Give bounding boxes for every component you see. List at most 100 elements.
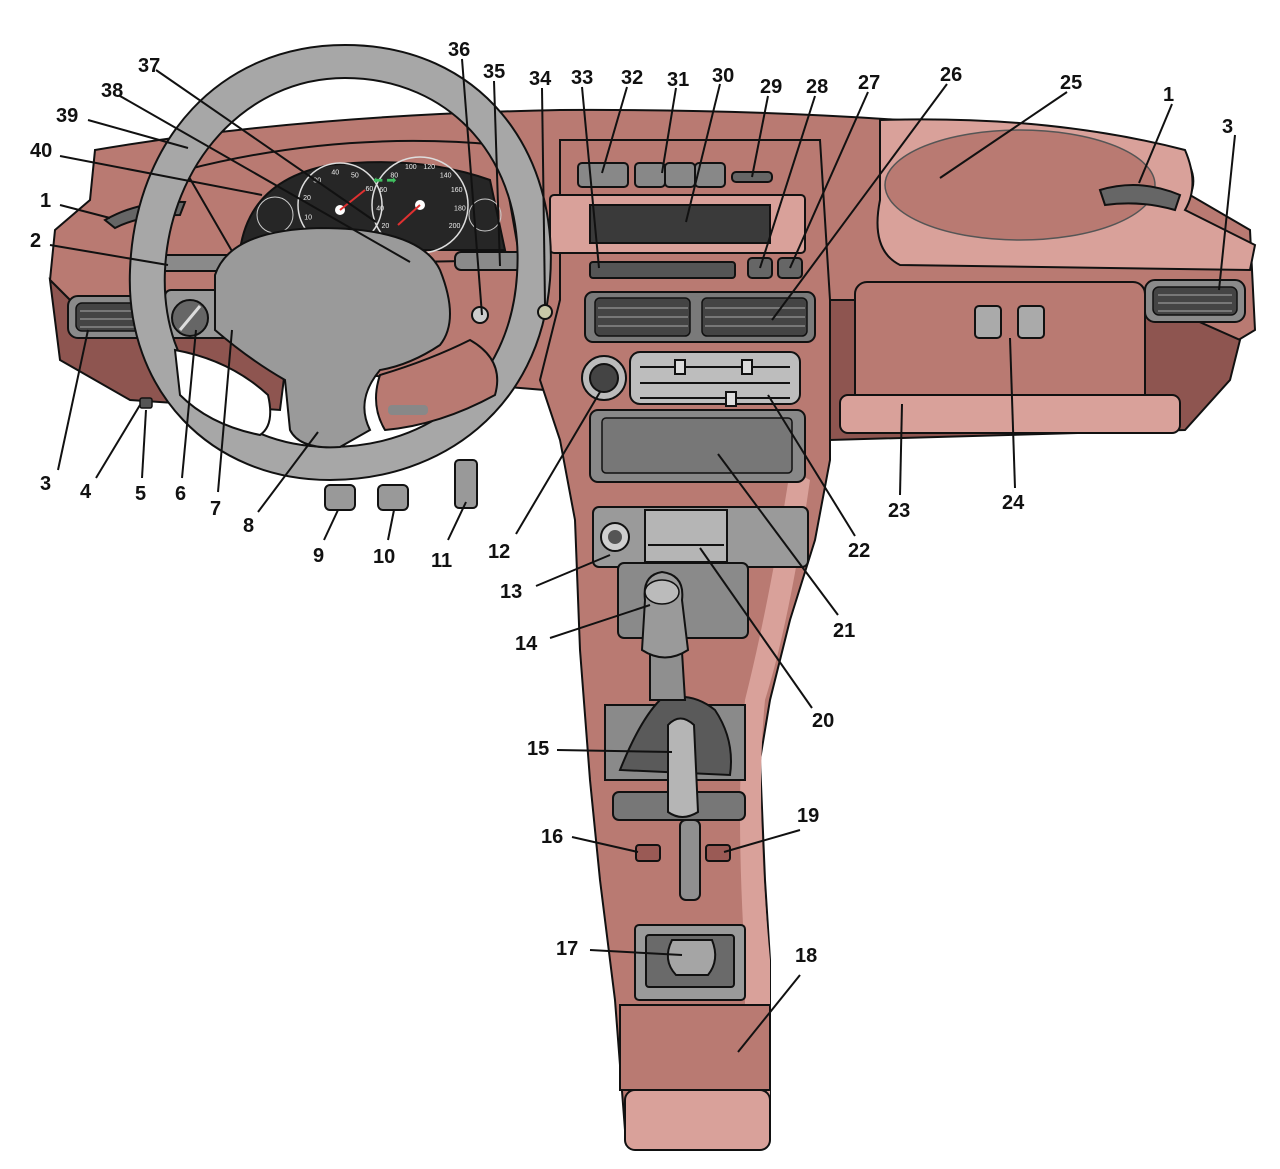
leader-line-36 [461, 58, 483, 316]
speedo-tick-140: 140 [440, 172, 452, 179]
switch-16 [635, 844, 661, 862]
callout-26: 26 [940, 64, 962, 86]
leader-line-40 [59, 155, 263, 196]
leader-line-26 [771, 83, 948, 321]
callout-3a: 3 [40, 473, 51, 495]
speedo-tick-200: 200 [449, 223, 461, 230]
leader-line-4 [95, 404, 141, 479]
callout-1b: 1 [1163, 84, 1174, 106]
leader-line-18 [737, 974, 801, 1053]
switch-19 [705, 844, 731, 862]
speedo-tick-160: 160 [451, 187, 463, 194]
callout-15: 15 [527, 738, 549, 760]
callout-38: 38 [101, 80, 123, 102]
leader-line-23 [899, 403, 903, 496]
center-console [538, 139, 831, 1151]
callout-23: 23 [888, 500, 910, 522]
leader-line-35 [493, 80, 501, 267]
leader-line-2 [49, 244, 169, 266]
callout-22: 22 [848, 540, 870, 562]
storage-cubby [601, 417, 793, 474]
gear-knob-top [644, 579, 680, 605]
radio-slot [589, 204, 771, 244]
callout-16: 16 [541, 826, 563, 848]
leader-line-13 [535, 554, 611, 587]
glovebox-latch-left [974, 305, 1002, 339]
callout-34: 34 [529, 68, 552, 90]
callout-10: 10 [373, 546, 395, 568]
right-vent [1152, 286, 1238, 316]
callout-8: 8 [243, 515, 254, 537]
callout-39: 39 [56, 105, 78, 127]
clutch-pedal [324, 484, 356, 511]
leader-line-5 [141, 409, 147, 479]
pedals [324, 459, 478, 511]
leader-line-6 [181, 329, 197, 479]
tacho-tick-40: 40 [331, 169, 339, 176]
leader-line-1a [59, 204, 111, 219]
callout-40: 40 [30, 140, 52, 162]
callout-13: 13 [500, 581, 522, 603]
leader-line-17 [589, 949, 683, 956]
leader-line-31 [661, 87, 677, 174]
callout-27: 27 [858, 72, 880, 94]
right-area [974, 184, 1246, 339]
speedo-tick-100: 100 [405, 164, 417, 171]
leader-line-27 [789, 91, 869, 269]
speedo-tick-60: 60 [379, 187, 387, 194]
leader-line-1b [1138, 103, 1173, 184]
callout-33: 33 [571, 67, 593, 89]
leader-line-3b [1218, 134, 1236, 291]
leader-line-29 [751, 95, 769, 178]
callout-6: 6 [175, 483, 186, 505]
switch-31b [664, 162, 696, 188]
callout-24: 24 [1002, 492, 1025, 514]
leader-line-30 [685, 83, 721, 223]
leader-line-12 [515, 391, 601, 535]
speedo-tick-180: 180 [454, 205, 466, 212]
callout-25: 25 [1060, 72, 1082, 94]
leader-line-3a [57, 329, 89, 471]
callout-28: 28 [806, 76, 828, 98]
callout-35: 35 [483, 61, 505, 83]
callout-3b: 3 [1222, 116, 1233, 138]
callout-36: 36 [448, 39, 470, 61]
callout-37: 37 [138, 55, 160, 77]
console-side-highlight [740, 470, 810, 1130]
callout-21: 21 [833, 620, 855, 642]
leader-line-34 [541, 87, 546, 306]
leader-line-10 [387, 509, 395, 541]
callout-31: 31 [667, 69, 689, 91]
center-vent-slats [598, 307, 805, 327]
callout-2: 2 [30, 230, 41, 252]
light-indicator-34 [537, 304, 553, 320]
leader-line-37 [155, 69, 377, 223]
tacho-tick-10: 10 [304, 215, 312, 222]
handbrake-lever [667, 717, 700, 818]
leader-line-22 [767, 394, 856, 537]
speedo-tick-20: 20 [382, 223, 390, 230]
spoke-cutout-left [173, 348, 272, 437]
tacho-needle [339, 189, 366, 211]
fan-knob-center [589, 363, 619, 393]
leader-line-7 [217, 329, 233, 493]
tacho-tick-60: 60 [366, 186, 374, 193]
callout-32: 32 [621, 67, 643, 89]
airbag-cover-passenger [884, 129, 1156, 241]
right-vent-slats [1158, 294, 1232, 312]
callout-4: 4 [80, 481, 92, 503]
switch-31a [634, 162, 666, 188]
leader-line-25 [939, 91, 1068, 179]
accelerator-pedal [454, 459, 478, 509]
clock-strip [589, 261, 736, 279]
callout-5: 5 [135, 483, 146, 505]
leader-line-24 [1009, 337, 1016, 489]
brake-pedal [377, 484, 409, 511]
tacho-tick-50: 50 [351, 172, 359, 179]
speedo-needle [397, 204, 421, 226]
callout-1a: 1 [40, 190, 51, 212]
steering-hub [214, 226, 451, 449]
